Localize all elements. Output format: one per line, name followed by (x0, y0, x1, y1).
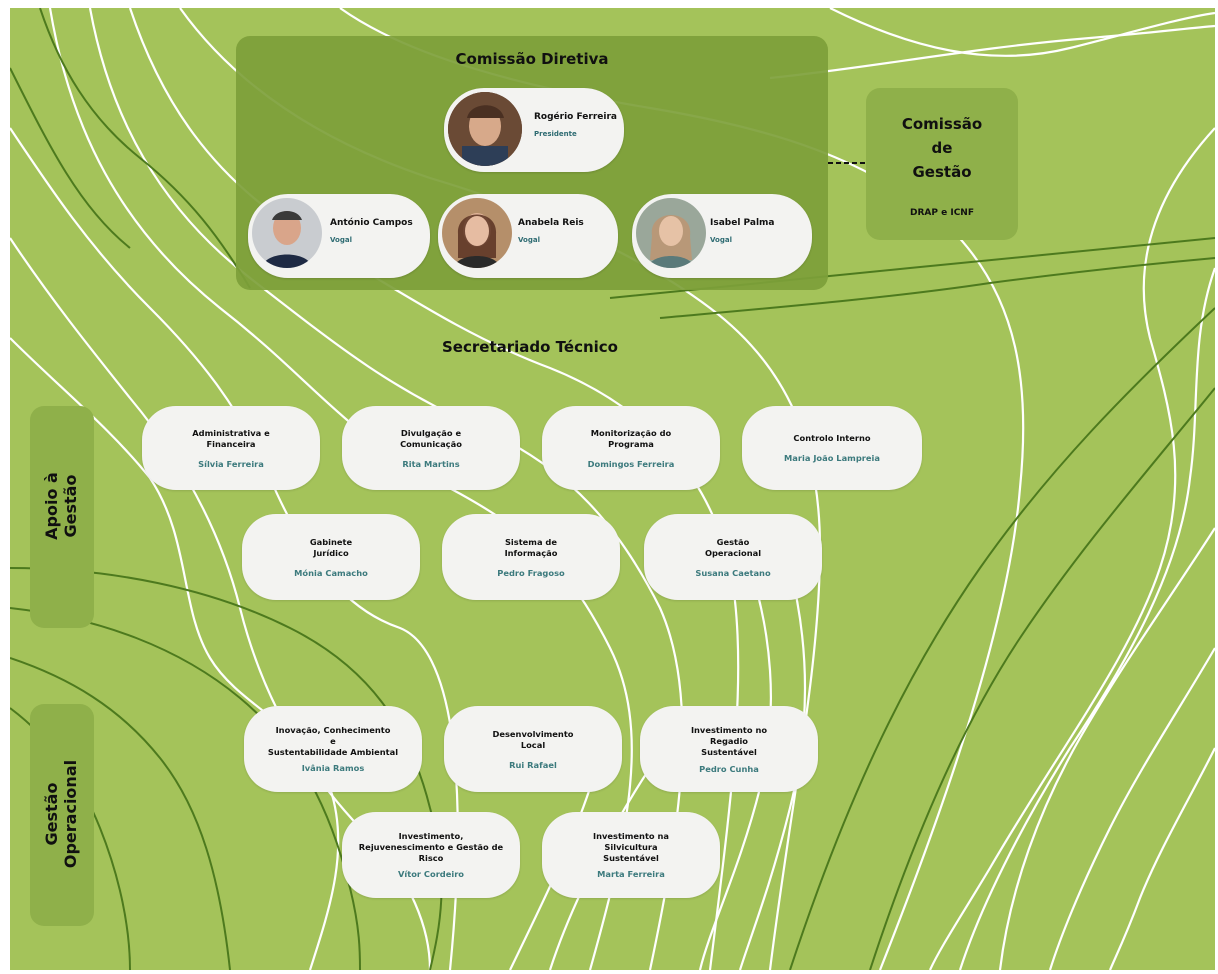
dashed-connector (828, 162, 868, 164)
unit-investimento-regadio[interactable]: Investimento no Regadio Sustentável Pedr… (640, 706, 818, 792)
unit-divulgacao-comunicacao[interactable]: Divulgação e Comunicação Rita Martins (342, 406, 520, 490)
unit-title: Desenvolvimento Local (492, 728, 574, 750)
unit-person: Pedro Cunha (699, 763, 759, 774)
unit-person: Rui Rafael (509, 759, 557, 770)
unit-person: Rita Martins (402, 458, 460, 469)
president-photo (448, 92, 522, 166)
president-name: Rogério Ferreira (534, 112, 617, 122)
unit-title: Investimento no Regadio Sustentável (690, 724, 768, 757)
unit-person: Maria João Lampreia (784, 453, 880, 463)
support-side-panel (30, 406, 94, 628)
member-name: Isabel Palma (710, 218, 775, 228)
member-role: Vogal (330, 236, 352, 244)
member-role: Vogal (710, 236, 732, 244)
unit-investimento-silvicultura[interactable]: Investimento na Silvicultura Sustentável… (542, 812, 720, 898)
operational-side-label: Gestão Operacional (42, 759, 80, 869)
unit-title: Divulgação e Comunicação (400, 427, 462, 449)
unit-person: Susana Caetano (695, 567, 771, 578)
member-card-palma[interactable]: Isabel Palma Vogal (632, 194, 812, 278)
secretariat-title: Secretariado Técnico (442, 338, 618, 356)
unit-title: Administrativa e Financeira (192, 427, 270, 449)
unit-title: Gestão Operacional (704, 536, 762, 558)
management-title: Comissão de Gestão (901, 115, 983, 181)
unit-desenvolvimento-local[interactable]: Desenvolvimento Local Rui Rafael (444, 706, 622, 792)
unit-investimento-rejuvenescimento[interactable]: Investimento, Rejuvenescimento e Gestão … (342, 812, 520, 898)
support-side-label: Apoio à Gestão (42, 472, 80, 540)
unit-title: Investimento na Silvicultura Sustentável (592, 831, 670, 863)
operational-side-panel (30, 704, 94, 926)
unit-person: Mónia Camacho (294, 567, 368, 578)
direction-title: Comissão Diretiva (455, 50, 609, 68)
unit-person: Domingos Ferreira (587, 458, 675, 469)
unit-person: Vítor Cordeiro (398, 869, 464, 879)
member-name: Anabela Reis (518, 218, 584, 228)
member-card-campos[interactable]: António Campos Vogal (248, 194, 430, 278)
management-subtitle: DRAP e ICNF (910, 208, 974, 218)
member-photo (636, 198, 706, 268)
unit-person: Marta Ferreira (597, 869, 665, 879)
unit-inovacao-conhecimento[interactable]: Inovação, Conhecimento e Sustentabilidad… (244, 706, 422, 792)
president-card[interactable]: Rogério Ferreira Presidente (444, 88, 624, 172)
member-photo (442, 198, 512, 268)
member-name: António Campos (330, 218, 413, 228)
unit-title: Gabinete Jurídico (309, 536, 353, 558)
unit-sistema-informacao[interactable]: Sistema de Informação Pedro Fragoso (442, 514, 620, 600)
dark-contours (10, 8, 1215, 970)
org-chart-canvas: Comissão Diretiva Rogério Ferreira Presi… (10, 8, 1215, 970)
unit-title: Inovação, Conhecimento e Sustentabilidad… (267, 725, 399, 757)
unit-monitorizacao-programa[interactable]: Monitorização do Programa Domingos Ferre… (542, 406, 720, 490)
unit-title: Monitorização do Programa (590, 427, 672, 449)
unit-title: Investimento, Rejuvenescimento e Gestão … (358, 831, 504, 863)
unit-person: Sílvia Ferreira (198, 458, 264, 469)
member-role: Vogal (518, 236, 540, 244)
unit-controlo-interno[interactable]: Controlo Interno Maria João Lampreia (742, 406, 922, 490)
unit-gestao-operacional[interactable]: Gestão Operacional Susana Caetano (644, 514, 822, 600)
unit-title: Sistema de Informação (504, 536, 558, 558)
management-panel (866, 88, 1018, 240)
unit-title: Controlo Interno (793, 433, 871, 443)
unit-person: Pedro Fragoso (497, 567, 565, 578)
unit-gabinete-juridico[interactable]: Gabinete Jurídico Mónia Camacho (242, 514, 420, 600)
member-card-reis[interactable]: Anabela Reis Vogal (438, 194, 618, 278)
member-photo (252, 198, 322, 268)
unit-person: Ivânia Ramos (301, 763, 365, 773)
president-role: Presidente (534, 130, 577, 138)
unit-administrativa-financeira[interactable]: Administrativa e Financeira Sílvia Ferre… (142, 406, 320, 490)
